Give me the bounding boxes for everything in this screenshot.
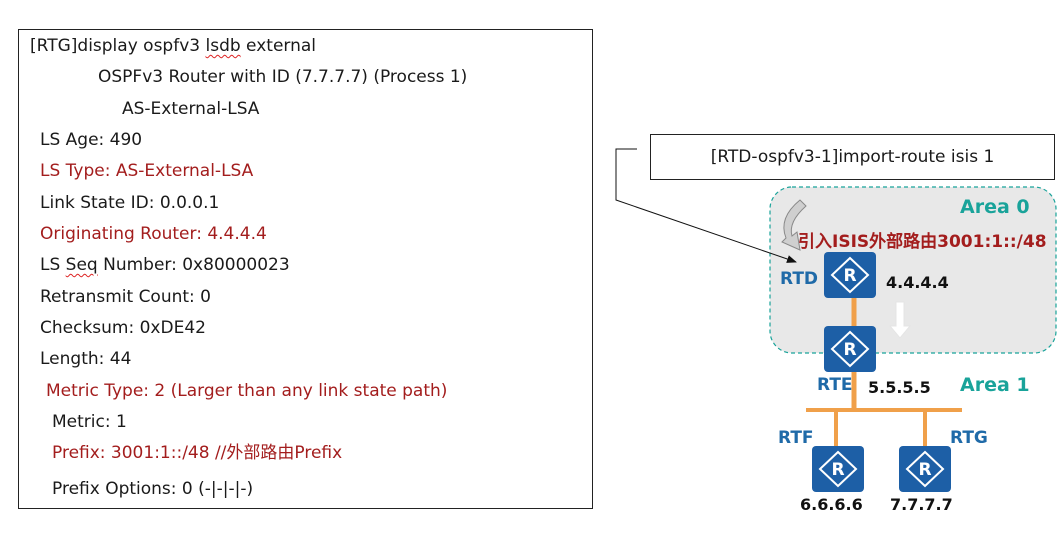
cli-line-prefix-options: Prefix Options: 0 (-|-|-|-): [52, 479, 254, 499]
rtf-name-label: RTF: [778, 428, 814, 448]
rtg-name-label: RTG: [950, 428, 988, 448]
router-rtf-icon: R: [812, 446, 864, 492]
command-box: [RTD-ospfv3-1]import-route isis 1: [650, 134, 1055, 180]
router-rte-icon: R: [824, 326, 876, 372]
rtf-id-label: 6.6.6.6: [800, 495, 863, 514]
cli-line-router-id: OSPFv3 Router with ID (7.7.7.7) (Process…: [98, 67, 468, 87]
cli-line-checksum: Checksum: 0xDE42: [40, 318, 206, 338]
command-connector-line: [615, 148, 797, 263]
cli-line-ls-type: LS Type: AS-External-LSA: [40, 161, 254, 181]
svg-text:R: R: [918, 460, 931, 480]
rte-name-label: RTE: [817, 375, 853, 395]
cli-line-prefix: Prefix: 3001:1::/48 //外部路由Prefix: [52, 443, 343, 463]
router-rtg-icon: R: [899, 446, 951, 492]
rtg-id-label: 7.7.7.7: [890, 495, 953, 514]
cli-line-command: [RTG]display ospfv3 lsdb external: [30, 36, 317, 56]
area1-label: Area 1: [960, 374, 1030, 396]
rtd-name-label: RTD: [780, 269, 819, 289]
svg-text:R: R: [831, 460, 844, 480]
cli-word-seq: Seq: [65, 255, 98, 275]
cli-line-originating-router: Originating Router: 4.4.4.4: [40, 224, 267, 244]
cli-line-length: Length: 44: [40, 349, 132, 369]
cli-word-lsdb: lsdb: [205, 36, 241, 56]
cli-line-metric: Metric: 1: [52, 412, 127, 432]
cli-line-link-state-id: Link State ID: 0.0.0.1: [40, 193, 220, 213]
rte-id-label: 5.5.5.5: [868, 378, 931, 397]
import-route-note: 引入ISIS外部路由3001:1::/48: [798, 232, 1047, 252]
area0-label: Area 0: [960, 196, 1030, 218]
cli-line-retransmit: Retransmit Count: 0: [40, 287, 211, 307]
svg-text:R: R: [843, 340, 856, 360]
svg-text:R: R: [843, 266, 856, 286]
router-rtd-icon: R: [824, 252, 876, 298]
cli-line-ls-age: LS Age: 490: [40, 130, 143, 150]
cli-line-ls-seq: LS Seq Number: 0x80000023: [40, 255, 290, 275]
cli-line-metric-type: Metric Type: 2 (Larger than any link sta…: [46, 381, 448, 401]
import-curve-arrow-icon: [781, 199, 807, 251]
area0-region: [769, 186, 1057, 354]
cli-line-lsa-header: AS-External-LSA: [122, 99, 260, 119]
cli-output-box: [18, 29, 593, 509]
flood-down-arrow-icon: [888, 301, 912, 339]
rtd-id-label: 4.4.4.4: [886, 273, 949, 292]
